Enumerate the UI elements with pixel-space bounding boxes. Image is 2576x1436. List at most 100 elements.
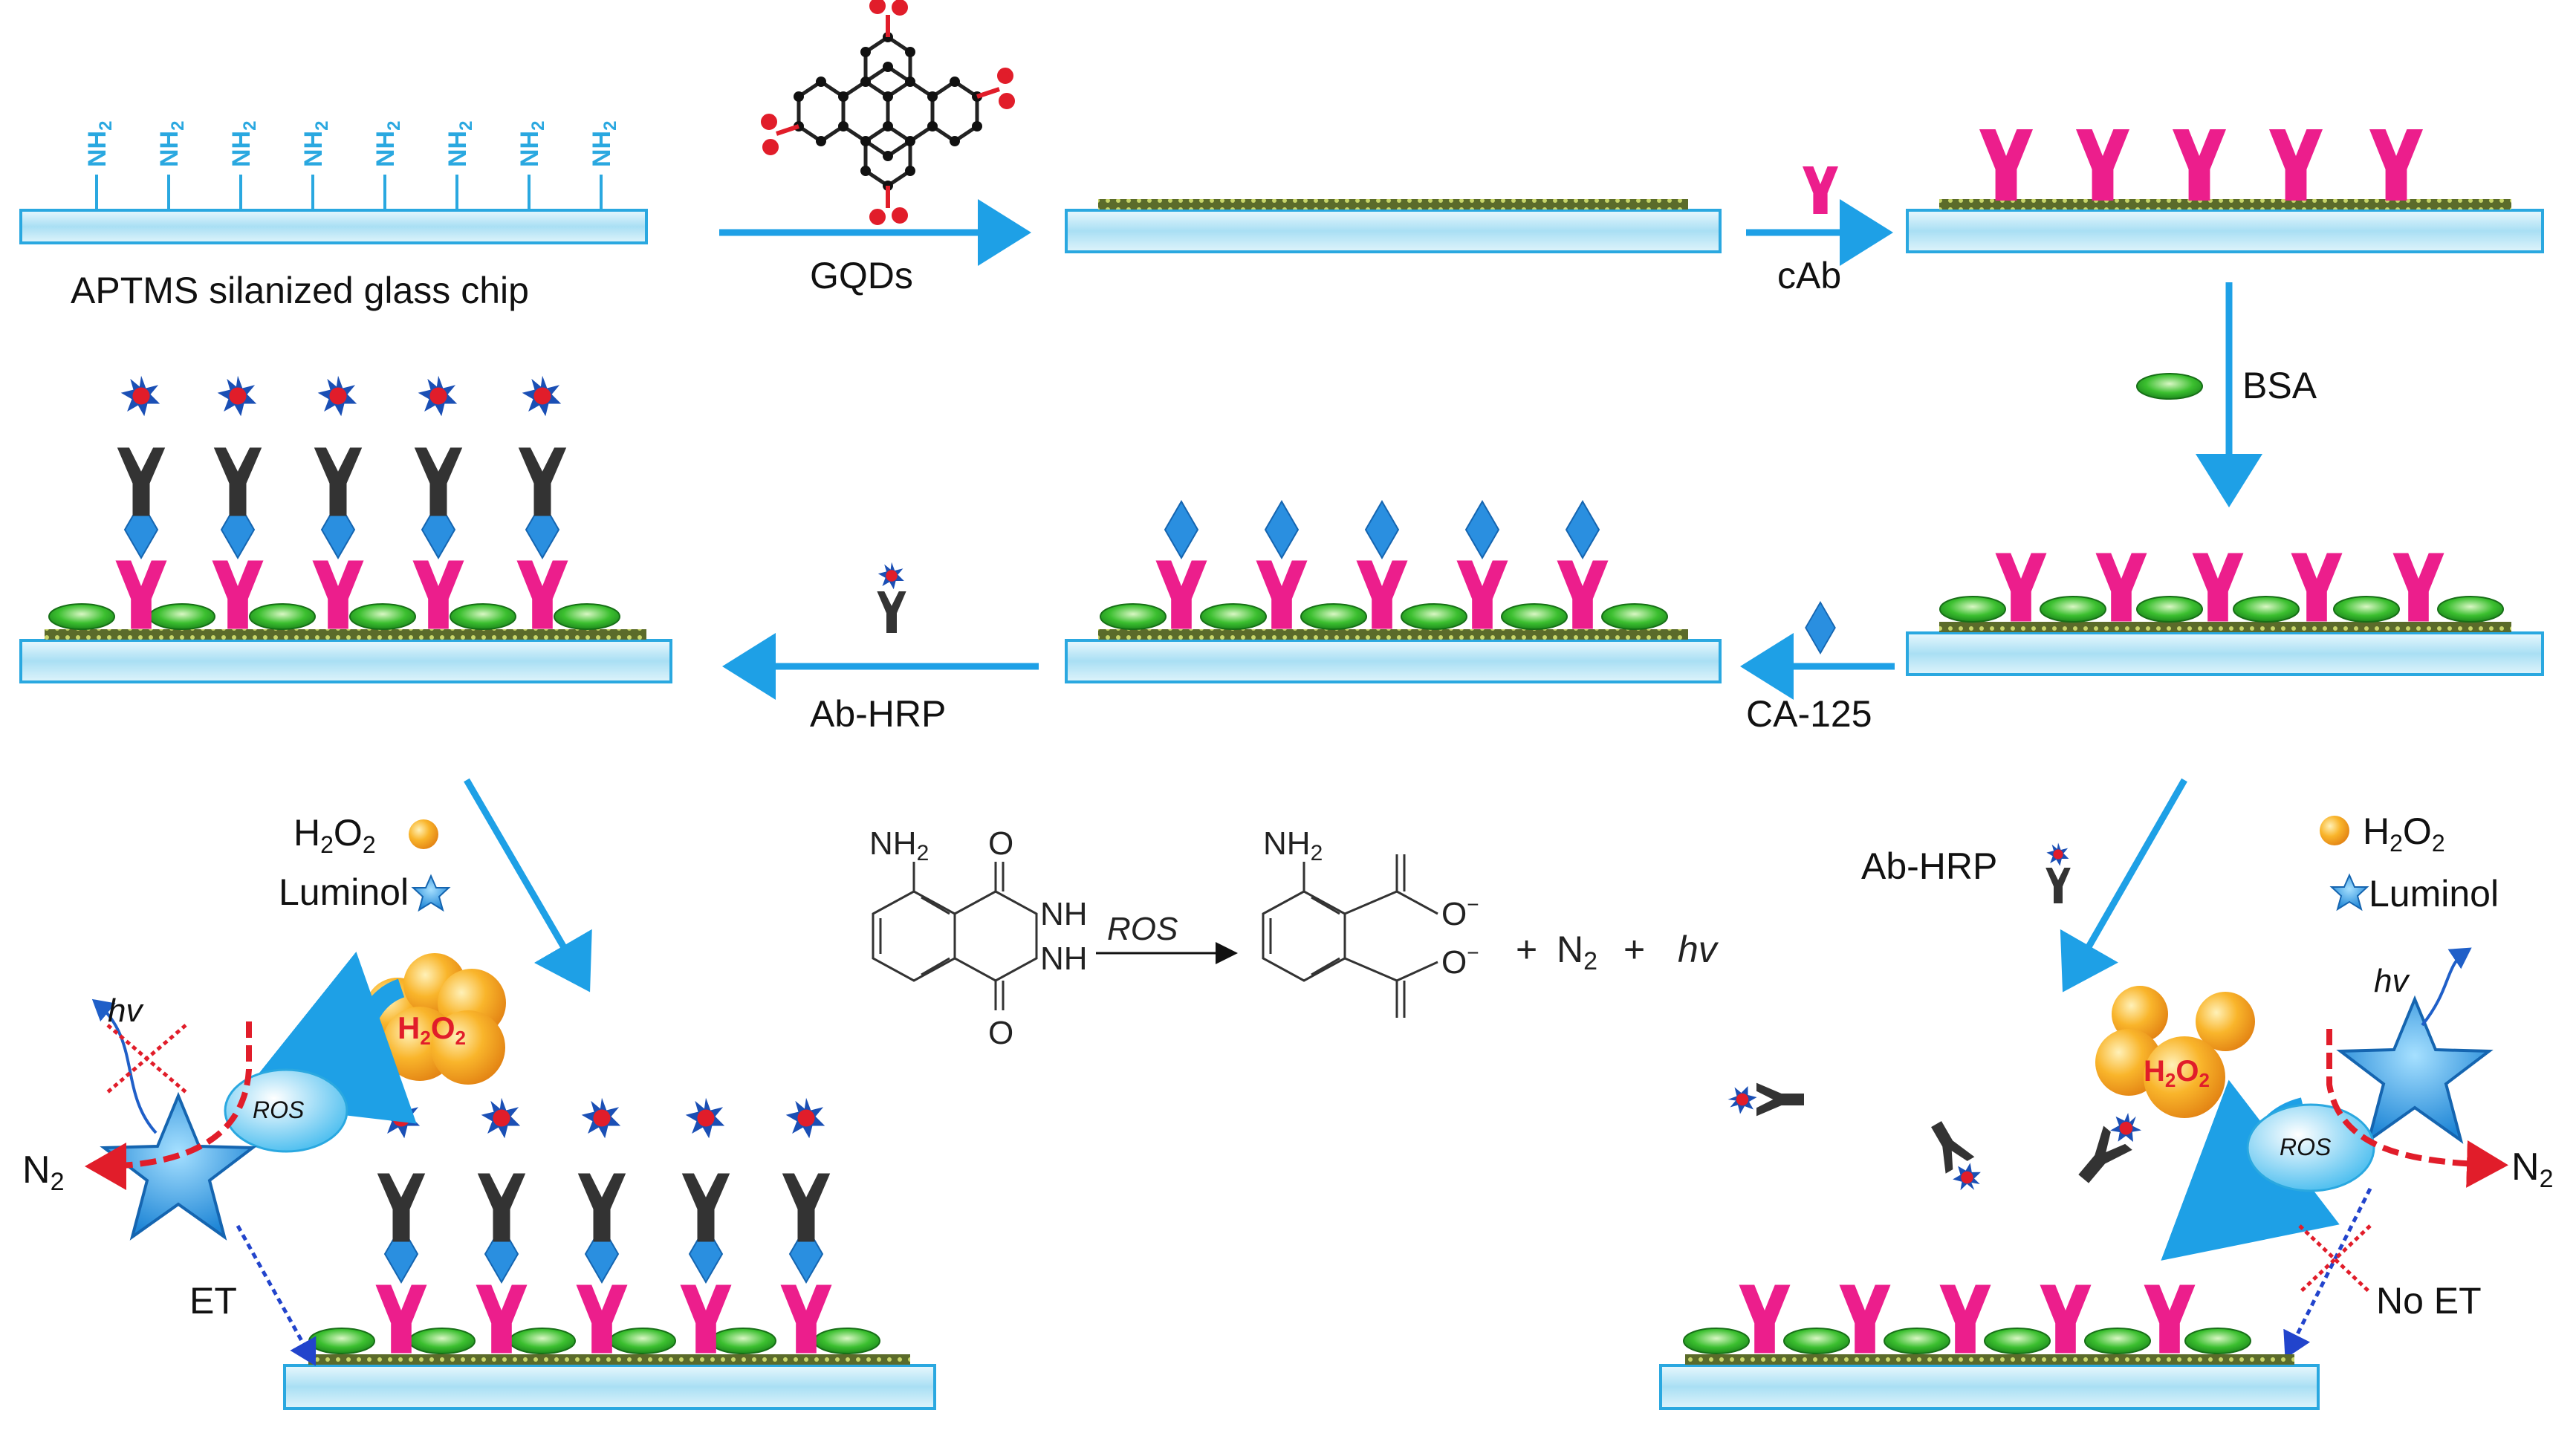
capture-antibody — [2076, 129, 2129, 201]
glass-chip-3 — [1906, 209, 2544, 253]
bsa-protein — [2040, 596, 2106, 623]
gqd-layer-5 — [1098, 629, 1688, 640]
capture-antibody — [2173, 129, 2226, 201]
nh2-label: NH2 — [588, 121, 620, 167]
bsa-protein — [1200, 603, 1267, 630]
ca125-antigen — [1365, 501, 1399, 559]
h2o2-cluster-right: H2O2 — [2095, 986, 2255, 1118]
nh2-label: NH2 — [227, 121, 260, 167]
n2-path-right — [2326, 1029, 2508, 1188]
detection-antibody — [314, 447, 363, 516]
capture-antibody — [1979, 129, 2033, 201]
bsa-protein — [1683, 1328, 1750, 1354]
ca125-antigen — [1465, 501, 1499, 559]
ca125-antigen — [1164, 501, 1198, 559]
hv-product: hv — [1678, 929, 1719, 970]
detection-antibody — [477, 1173, 526, 1242]
nh-top: NH — [1040, 896, 1088, 932]
glass-chip-2 — [1065, 209, 1722, 253]
hrp-label — [685, 1097, 725, 1139]
glass-chip-7 — [283, 1364, 936, 1410]
glass-chip-1 — [19, 209, 648, 244]
h2o2-sphere-right — [2320, 816, 2349, 845]
hv-label-right: hv — [2374, 963, 2410, 999]
nh2-label: NH2 — [299, 121, 332, 167]
ca125-label: CA-125 — [1746, 693, 1872, 735]
glass-chip-6 — [19, 639, 672, 683]
hrp-label — [581, 1097, 621, 1139]
detection-antibody — [117, 447, 166, 516]
chip5-proteins — [1100, 501, 1668, 630]
bsa-protein — [409, 1328, 476, 1354]
h2o2-sphere-left — [409, 819, 438, 849]
hrp-label — [522, 375, 562, 417]
bsa-protein — [308, 1328, 375, 1354]
nh2-label: NH2 — [444, 121, 476, 167]
bsa-protein — [1601, 603, 1668, 630]
nh-bottom: NH — [1040, 940, 1088, 977]
chip6-proteins — [48, 375, 620, 630]
chip8-proteins — [1683, 1284, 2251, 1354]
gqd-layer-8 — [1685, 1354, 2294, 1365]
hv-label-left: hv — [108, 992, 144, 1029]
detection-antibody — [577, 1173, 626, 1242]
et-arrow — [236, 1224, 317, 1366]
gqd-layer — [1098, 199, 1688, 209]
hv-arrow-left — [91, 998, 158, 1134]
luminol-big-right — [2336, 995, 2494, 1144]
glass-chip-5 — [1065, 639, 1722, 683]
bsa-protein — [1939, 596, 2006, 623]
ab-hrp-label-right: Ab-HRP — [1861, 845, 1997, 887]
bsa-protein — [249, 603, 316, 630]
bsa-protein — [2437, 596, 2504, 623]
row-2: CA-125 Ab-HRP — [19, 375, 2544, 735]
bsa-protein — [349, 603, 416, 630]
nh2-label: NH2 — [516, 121, 548, 167]
bsa-protein — [1501, 603, 1568, 630]
o-top: O — [988, 825, 1013, 862]
o-prod-bottom: O− — [1441, 941, 1479, 981]
arrow-down-left — [464, 778, 592, 992]
hrp-label — [785, 1097, 825, 1139]
bsa-protein — [1783, 1328, 1850, 1354]
free-detection-antibodies — [1727, 1082, 2147, 1197]
detection-antibody — [213, 447, 262, 516]
hv-arrow-right — [2421, 947, 2472, 1027]
h2o2-left-H: H — [293, 812, 320, 854]
ca125-antigen — [1566, 501, 1600, 559]
row-3-left: H2O2 Luminol H2O2 ROS N2 hv — [22, 778, 936, 1410]
blocked-x-right — [2298, 1224, 2372, 1294]
bsa-protein — [814, 1328, 880, 1354]
detection-antibody — [518, 447, 567, 516]
luminol-star-left — [412, 875, 450, 911]
n2-product: N2 — [1557, 929, 1597, 975]
bsa-protein — [450, 603, 516, 630]
bsa-protein — [710, 1328, 776, 1354]
bsa-protein — [1884, 1328, 1950, 1354]
h2o2-cluster-left: H2O2 — [365, 953, 506, 1085]
bsa-protein — [48, 603, 115, 630]
chip7-proteins — [308, 1097, 880, 1354]
capture-antibody — [2369, 129, 2423, 201]
bsa-protein — [609, 1328, 676, 1354]
h2o2-label-left: H2O2 — [293, 812, 376, 858]
luminol-label-right: Luminol — [2369, 873, 2499, 914]
nh2-reactant: NH2 — [869, 825, 929, 865]
gqd-layer-3 — [1939, 199, 2511, 209]
detection-antibody — [782, 1173, 831, 1242]
hrp-label — [418, 375, 458, 417]
bsa-protein — [149, 603, 215, 630]
luminol-reaction: NH2 O NH NH O ROS NH2 O− O− + N2 + — [869, 825, 1719, 1051]
gqd-molecule-icon — [761, 0, 1015, 225]
bsa-protein — [2333, 596, 2400, 623]
nh2-product: NH2 — [1263, 825, 1323, 865]
bsa-protein — [1401, 603, 1467, 630]
n2-label-right: N2 — [2511, 1146, 2553, 1193]
row-3-right: Ab-HRP H2O2 Luminol H2O2 ROS — [1659, 778, 2553, 1410]
bsa-protein — [2136, 596, 2203, 623]
o-prod-top: O− — [1441, 893, 1479, 932]
gqd-layer-4 — [1939, 622, 2511, 632]
